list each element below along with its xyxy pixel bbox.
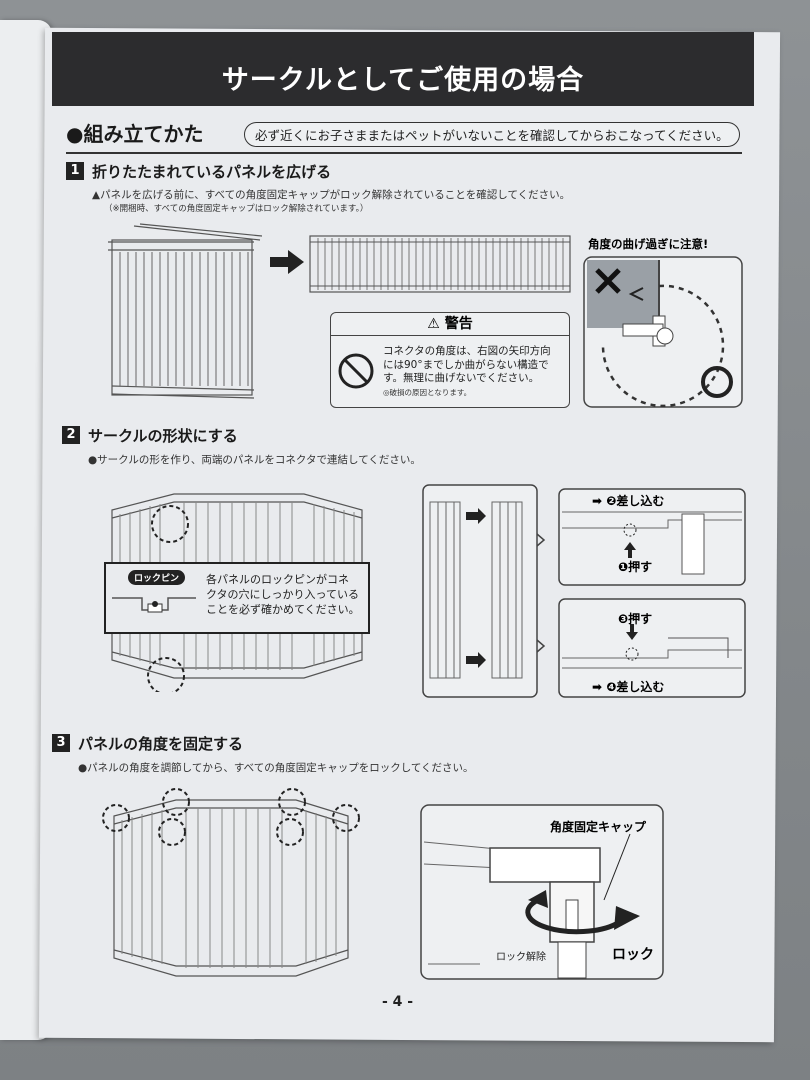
panel-connection-diagram: [422, 484, 546, 698]
section-rule: [66, 152, 742, 154]
warning-title: 警告: [444, 316, 473, 332]
detail-top-push: ❶押す: [618, 560, 653, 574]
step-2-number: 2: [62, 426, 80, 444]
angle-cap-diagram: [420, 804, 664, 980]
warning-line-2: には90°までしか曲がらない構造で: [383, 358, 549, 371]
right-arrow-icon: [270, 250, 304, 274]
connector-detail-bottom: [558, 598, 746, 698]
lockpin-line-1: 各パネルのロックピンがコネ: [206, 573, 349, 586]
lockpin-label: ロックピン: [128, 570, 186, 585]
page-number: - 4 -: [382, 994, 414, 1010]
step-2-title: サークルの形状にする: [88, 427, 238, 445]
detail-top-insert: ➡ ❷差し込む: [592, 494, 665, 508]
unlock-label: ロック解除: [496, 952, 546, 963]
prohibited-icon: [338, 353, 374, 389]
step-3-title: パネルの角度を固定する: [78, 735, 244, 753]
step-1-number: 1: [66, 162, 84, 180]
safety-note: 必ず近くにお子さままたはペットがいないことを確認してからおこなってください。: [244, 122, 740, 147]
insert-arrow-icon-2: ➡: [592, 680, 607, 694]
section-heading: ●組み立てかた: [66, 122, 204, 146]
step-1-subnote: （※開梱時、すべての角度固定キャップはロック解除されています。）: [104, 204, 369, 214]
warning-header: ⚠ 警告: [331, 313, 569, 336]
lockpin-detail: [112, 597, 196, 613]
step-3-number: 3: [52, 734, 70, 752]
hexagon-pen-illustration-2: [102, 788, 360, 977]
title-bar: [52, 32, 754, 106]
warning-box: [330, 312, 570, 408]
lockpin-line-3: ことを必ず確かめてください。: [206, 603, 360, 616]
step-2-instruction: ●サークルの形を作り、両端のパネルをコネクタで連結してください。: [88, 454, 421, 466]
unfolded-panel-illustration: [309, 235, 571, 293]
warning-line-1: コネクタの角度は、右図の矢印方向: [383, 345, 551, 357]
lock-label: ロック: [612, 947, 654, 963]
detail-bottom-push: ❸押す: [618, 612, 653, 626]
step-1-caution: ▲パネルを広げる前に、すべての角度固定キャップがロック解除されていることを確認し…: [92, 189, 571, 201]
insert-arrow-icon: ➡: [592, 494, 607, 508]
folded-panels-illustration: [108, 223, 263, 399]
detail-bottom-insert: ➡ ❹差し込む: [592, 680, 665, 694]
cap-label: 角度固定キャップ: [550, 820, 647, 834]
step-1-title: 折りたたまれているパネルを広げる: [92, 163, 332, 181]
angle-caution-label: 角度の曲げ過ぎに注意!: [588, 237, 709, 251]
step-3-instruction: ●パネルの角度を調節してから、すべての角度固定キャップをロックしてください。: [78, 762, 474, 774]
warning-text: コネクタの角度は、右図の矢印方向 には90°までしか曲がらない構造で す。無理に…: [383, 345, 551, 399]
page-title: サークルとしてご使用の場合: [221, 65, 585, 96]
warning-footnote: ◎破損の原因となります。: [383, 387, 472, 397]
warning-line-3: す。無理に曲げないでください。: [383, 372, 540, 384]
angle-diagram: [583, 256, 743, 408]
lockpin-text: 各パネルのロックピンがコネ クタの穴にしっかり入っている ことを必ず確かめてくだ…: [206, 572, 360, 617]
warning-triangle-icon: ⚠: [427, 316, 440, 332]
lockpin-line-2: クタの穴にしっかり入っている: [206, 588, 360, 601]
connector-detail-top: [558, 488, 746, 586]
